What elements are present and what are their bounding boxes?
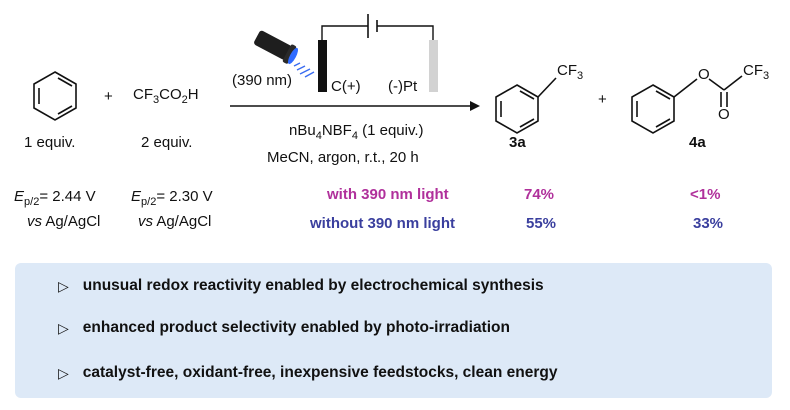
wavelength-label: (390 nm) (232, 72, 293, 89)
cathode-label: (-)Pt (388, 78, 418, 95)
highlights-panel (15, 263, 772, 398)
reaction-arrow (230, 101, 480, 111)
with-light-yield-4a: <1% (690, 186, 721, 203)
plus-sign: + (104, 88, 113, 105)
trifluoroacetic-acid-formula: CF3CO2H (133, 86, 199, 106)
without-light-yield-4a: 33% (693, 215, 724, 232)
with-light-label: with 390 nm light (327, 186, 449, 203)
label-4a: 4a (689, 134, 706, 151)
triangle-bullet-icon: ▷ (58, 277, 69, 294)
triangle-bullet-icon: ▷ (58, 364, 69, 381)
product-3a-cf3: CF3 (557, 62, 584, 82)
reaction-scheme (33, 14, 743, 134)
benzene-structure (33, 71, 77, 121)
without-light-yield-3a: 55% (526, 215, 557, 232)
benzene-equiv: 1 equiv. (24, 134, 76, 151)
benzene-reference: vs Ag/AgCl (27, 213, 101, 230)
triangle-bullet-icon: ▷ (58, 319, 69, 336)
platinum-cathode (429, 40, 438, 92)
flashlight-icon (254, 30, 315, 78)
conditions-label: MeCN, argon, r.t., 20 h (267, 149, 419, 166)
benzene-potential: Ep/2= 2.44 V (14, 188, 96, 208)
electrolyte-label: nBu4NBF4 (1 equiv.) (289, 122, 424, 142)
acid-potential: Ep/2= 2.30 V (131, 188, 213, 208)
highlight-item: ▷ catalyst-free, oxidant-free, inexpensi… (58, 364, 558, 381)
product-4a-structure (631, 75, 743, 134)
electrochemical-cell (318, 14, 438, 92)
product-4a-carbonyl-oxygen: O (718, 106, 730, 123)
with-light-yield-3a: 74% (524, 186, 555, 203)
product-3a-structure (495, 77, 557, 134)
highlight-item: ▷ enhanced product selectivity enabled b… (58, 319, 510, 336)
acid-reference: vs Ag/AgCl (138, 213, 212, 230)
carbon-anode (318, 40, 327, 92)
acid-equiv: 2 equiv. (141, 134, 193, 151)
highlight-item: ▷ unusual redox reactivity enabled by el… (58, 277, 544, 294)
anode-label: C(+) (331, 78, 361, 95)
product-4a-cf3: CF3 (743, 62, 770, 82)
without-light-label: without 390 nm light (310, 215, 455, 232)
label-3a: 3a (509, 134, 526, 151)
product-4a-ether-oxygen: O (698, 66, 710, 83)
plus-sign-products: + (598, 91, 607, 108)
